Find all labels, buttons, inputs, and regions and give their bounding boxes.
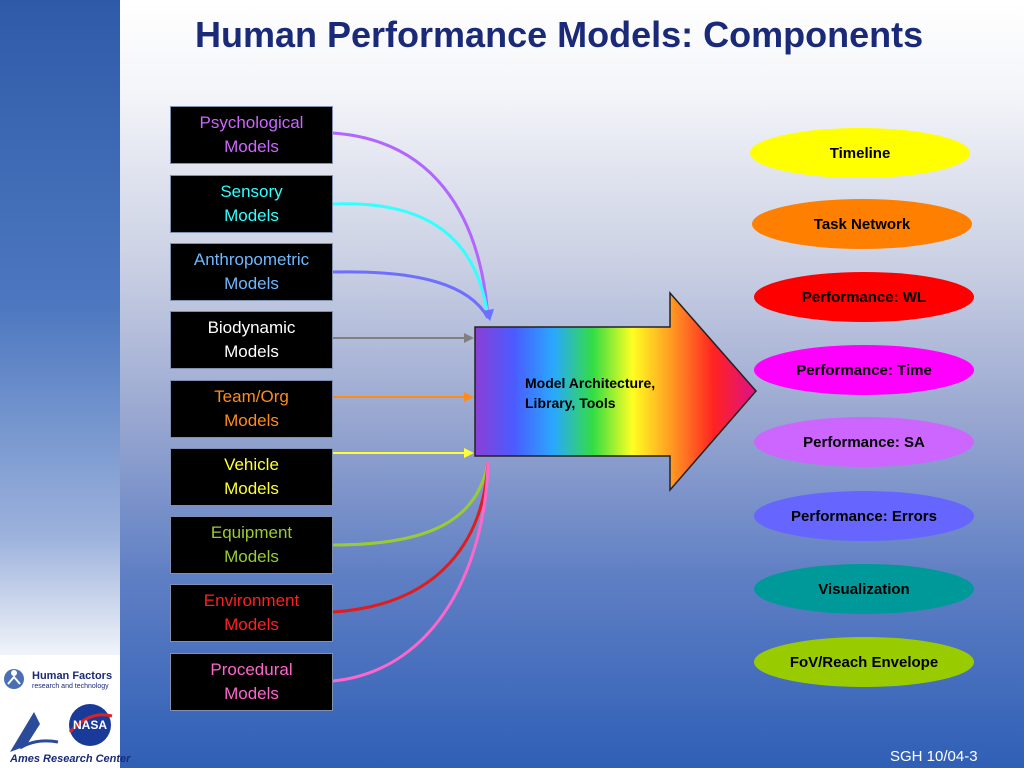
- connector-line: [332, 131, 490, 319]
- slide-footer: SGH 10/04-3: [890, 748, 978, 765]
- nasa-logo-icon: NASA: [68, 704, 113, 746]
- ames-research-center-text: Ames Research Center: [10, 753, 131, 765]
- ames-emblem-icon: [10, 712, 59, 752]
- page-title: Human Performance Models: Components: [195, 14, 924, 55]
- model-box: Environment Models: [170, 584, 333, 642]
- connector-lines: [332, 131, 494, 683]
- output-oval: Task Network: [752, 199, 972, 249]
- connector-line: [332, 202, 490, 319]
- connector-line: [332, 461, 490, 614]
- output-oval: Performance: WL: [754, 272, 974, 322]
- connector-line: [332, 461, 490, 547]
- output-oval: Visualization: [754, 564, 974, 614]
- output-oval: FoV/Reach Envelope: [754, 637, 974, 687]
- model-box: Equipment Models: [170, 516, 333, 574]
- central-tool-label: Model Architecture, Library, Tools: [525, 375, 656, 411]
- connector-arrowhead-icon: [482, 309, 494, 321]
- output-oval: Performance: SA: [754, 417, 974, 467]
- connector-line: [332, 461, 490, 683]
- model-box: Psychological Models: [170, 106, 333, 164]
- model-box: Vehicle Models: [170, 448, 333, 506]
- model-box: Procedural Models: [170, 653, 333, 711]
- output-oval: Timeline: [750, 128, 970, 178]
- human-factors-title: Human Factors: [32, 670, 113, 682]
- model-box: Team/Org Models: [170, 380, 333, 438]
- central-arrow-shape: [474, 291, 757, 493]
- output-oval: Performance: Errors: [754, 491, 974, 541]
- connector-arrowhead-icon: [464, 392, 474, 402]
- human-factors-logo-icon: [4, 669, 24, 689]
- connector-arrowhead-icon: [464, 448, 474, 458]
- left-decorative-bar: [0, 0, 120, 768]
- connector-line: [332, 270, 490, 319]
- model-box: Biodynamic Models: [170, 311, 333, 369]
- model-box: Anthropometric Models: [170, 243, 333, 301]
- output-oval: Performance: Time: [754, 345, 974, 395]
- model-box: Sensory Models: [170, 175, 333, 233]
- human-factors-subtitle: research and technology: [32, 683, 109, 690]
- nasa-logo-text: NASA: [73, 718, 107, 732]
- connector-arrowhead-icon: [464, 333, 474, 343]
